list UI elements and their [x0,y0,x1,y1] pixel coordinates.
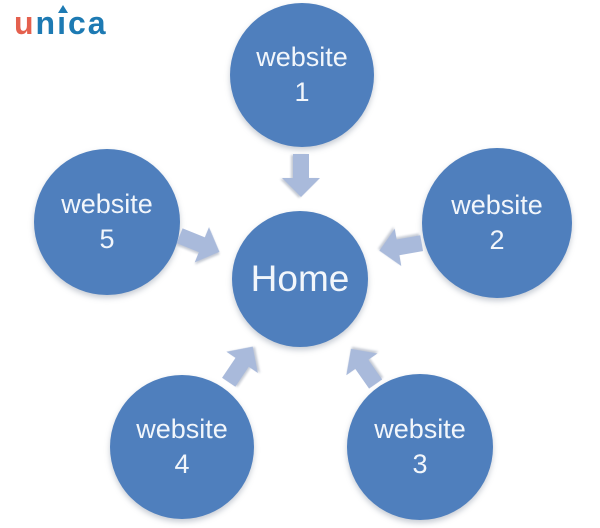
node-website-5-number: 5 [99,224,115,254]
node-website-2: website 2 [422,148,572,298]
logo-letter-n: n [35,5,58,41]
node-website-4-number: 4 [174,449,190,479]
logo-letter-u: u [14,5,36,41]
arrow-website3-to-home-icon [334,337,392,396]
node-home: Home [232,211,368,347]
node-website-4-label: website [136,413,228,444]
arrow-website4-to-home-icon [212,335,270,394]
node-website-1-number: 1 [294,77,310,107]
node-website-2-label: website [451,189,543,220]
arrow-website5-to-home-icon [172,217,228,271]
node-website-2-number: 2 [489,225,505,255]
node-website-5-label: website [61,188,153,219]
node-home-label: Home [250,257,350,299]
node-website-1: website 1 [230,3,374,147]
logo-i-caret-icon [57,5,68,13]
arrow-website1-to-home-icon [281,154,321,198]
node-website-1-label: website [256,41,348,72]
node-website-3: website 3 [347,374,493,520]
logo-letter-i: ı [57,5,68,41]
node-website-5: website 5 [34,149,180,295]
arrow-website2-to-home-icon [375,223,425,270]
node-website-3-number: 3 [412,449,428,479]
logo-letter-i-glyph: ı [57,5,68,41]
node-website-3-label: website [374,413,466,444]
logo-letters-ca: ca [67,5,108,41]
node-website-4: website 4 [110,375,254,519]
